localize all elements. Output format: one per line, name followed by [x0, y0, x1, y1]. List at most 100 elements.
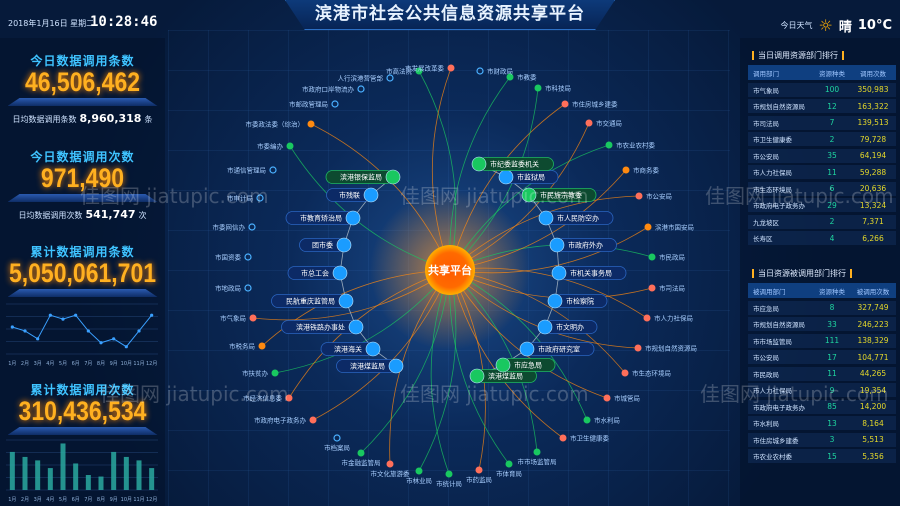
node-dot[interactable] [648, 284, 656, 292]
inner-node-dot[interactable] [521, 187, 537, 203]
node-label[interactable]: 市住房城乡建委 [572, 100, 618, 109]
node-dot[interactable] [622, 166, 630, 174]
node-dot[interactable] [415, 467, 423, 475]
node-dot[interactable] [605, 141, 613, 149]
inner-node-dot[interactable] [471, 156, 487, 172]
node-dot[interactable] [415, 67, 423, 75]
node-dot[interactable] [648, 253, 656, 261]
node-dot[interactable] [357, 449, 365, 457]
inner-node-dot[interactable] [363, 187, 379, 203]
inner-node-dot[interactable] [348, 319, 364, 335]
node-dot[interactable] [533, 448, 541, 456]
node-dot[interactable] [644, 223, 652, 231]
node-dot[interactable] [475, 466, 483, 474]
node-dot[interactable] [386, 74, 394, 82]
node-dot[interactable] [476, 67, 484, 75]
node-label[interactable]: 人行滨港营管部 [338, 74, 384, 83]
node-label[interactable]: 市邮政管理局 [289, 100, 328, 109]
node-dot[interactable] [258, 342, 266, 350]
node-dot[interactable] [256, 194, 264, 202]
node-label[interactable]: 市卫生健康委 [570, 434, 610, 443]
node-dot[interactable] [386, 460, 394, 468]
node-label[interactable]: 市发展改革委 [405, 64, 445, 73]
node-label[interactable]: 市生态环境局 [632, 369, 671, 378]
node-label[interactable]: 市林业局 [406, 476, 432, 485]
node-label[interactable]: 市民政局 [659, 253, 685, 262]
node-dot[interactable] [585, 119, 593, 127]
node-label[interactable]: 市档案局 [324, 443, 350, 452]
node-dot[interactable] [309, 416, 317, 424]
node-dot[interactable] [534, 84, 542, 92]
inner-node-dot[interactable] [338, 293, 354, 309]
node-label[interactable]: 市政府电子政务办 [254, 416, 307, 425]
node-label[interactable]: 市经济信息委 [243, 394, 283, 403]
node-dot[interactable] [621, 369, 629, 377]
node-dot[interactable] [244, 253, 252, 261]
inner-node-dot[interactable] [365, 341, 381, 357]
node-label[interactable]: 市教委 [517, 73, 537, 82]
node-dot[interactable] [559, 434, 567, 442]
node-label[interactable]: 市扶贫办 [242, 369, 269, 378]
node-dot[interactable] [583, 416, 591, 424]
node-dot[interactable] [285, 394, 293, 402]
node-label[interactable]: 市商务委 [633, 166, 660, 175]
node-dot[interactable] [643, 314, 651, 322]
inner-node-dot[interactable] [332, 265, 348, 281]
node-dot[interactable] [603, 394, 611, 402]
node-label[interactable]: 滨港市国安局 [655, 223, 694, 232]
node-label[interactable]: 市委网信办 [213, 223, 246, 232]
node-label[interactable]: 市药监局 [466, 475, 492, 484]
node-label[interactable]: 市政府口岸物流办 [302, 85, 355, 94]
node-label[interactable]: 市统计局 [436, 479, 462, 488]
node-label[interactable]: 市委政法委（综治） [246, 120, 305, 129]
node-label[interactable]: 市文化旅游委 [371, 469, 411, 478]
inner-node-dot[interactable] [469, 368, 485, 384]
node-label[interactable]: 市司法局 [659, 284, 685, 293]
node-dot[interactable] [271, 369, 279, 377]
node-label[interactable]: 市水利局 [594, 416, 620, 425]
node-label[interactable]: 市市场监管局 [518, 457, 557, 466]
inner-node-dot[interactable] [537, 319, 553, 335]
node-dot[interactable] [635, 192, 643, 200]
node-label[interactable]: 市人力社保局 [654, 314, 693, 323]
node-label[interactable]: 市城管局 [614, 394, 640, 403]
node-label[interactable]: 市体育局 [496, 469, 522, 478]
inner-node-dot[interactable] [538, 210, 554, 226]
node-label[interactable]: 市科技局 [545, 84, 571, 93]
inner-node-dot[interactable] [549, 237, 565, 253]
node-label[interactable]: 市审计局 [227, 194, 253, 203]
node-dot[interactable] [307, 120, 315, 128]
node-dot[interactable] [269, 166, 277, 174]
node-label[interactable]: 市规划自然资源局 [645, 344, 697, 353]
inner-node-dot[interactable] [336, 237, 352, 253]
node-label[interactable]: 市交通局 [596, 119, 622, 128]
node-dot[interactable] [357, 85, 365, 93]
node-label[interactable]: 市农业农村委 [616, 141, 656, 150]
node-dot[interactable] [244, 284, 252, 292]
hub-node[interactable] [425, 245, 475, 295]
node-label[interactable]: 市公安局 [646, 192, 672, 201]
inner-node-dot[interactable] [519, 341, 535, 357]
node-dot[interactable] [634, 344, 642, 352]
inner-node-dot[interactable] [551, 265, 567, 281]
inner-node-dot[interactable] [345, 210, 361, 226]
node-label[interactable]: 市地政局 [215, 284, 241, 293]
inner-node-dot[interactable] [495, 357, 511, 373]
inner-node-dot[interactable] [547, 293, 563, 309]
node-dot[interactable] [445, 470, 453, 478]
inner-node-dot[interactable] [385, 169, 401, 185]
node-dot[interactable] [506, 73, 514, 81]
